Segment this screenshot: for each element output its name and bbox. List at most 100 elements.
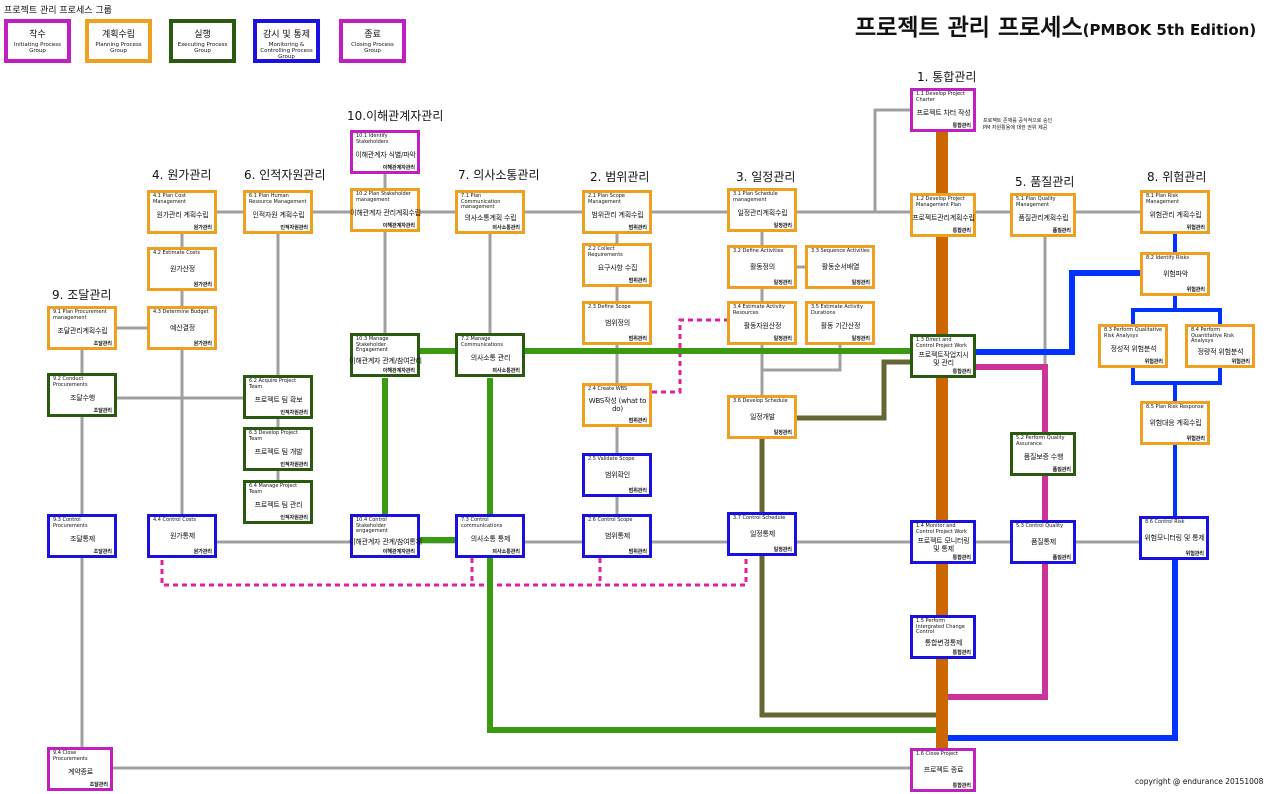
title-sub: (PMBOK 5th Edition) <box>1082 21 1257 39</box>
process-area-tag: 이해관계자관리 <box>382 549 415 555</box>
process-english-name: 2.3 Define Scope <box>588 304 631 310</box>
process-korean-name: 일정개발 <box>750 413 775 422</box>
process-korean-name: 일정관리계획수립 <box>737 209 788 218</box>
note-line: PM 자원활용에 대한 권위 제공 <box>983 125 1048 131</box>
copyright: copyright @ endurance 20151008 <box>1135 777 1264 786</box>
process-area-tag: 범위관리 <box>628 488 647 494</box>
process-area-tag: 이해관계자관리 <box>382 165 415 171</box>
process-korean-name: 활동순서배열 <box>821 263 860 272</box>
process-korean-name: 위험대응 계획수립 <box>1149 419 1202 428</box>
schedule-flow-line <box>797 359 910 421</box>
process-korean-name: 원가관리 계획수립 <box>156 211 209 220</box>
legend-sublabel: Planning Process Group <box>95 42 142 54</box>
process-area-tag: 위험관리 <box>1186 225 1205 231</box>
process-korean-name: 프로젝트관리계획수립 <box>912 214 975 223</box>
process-area-tag: 인적자원관리 <box>280 410 308 416</box>
process-area-tag: 인적자원관리 <box>280 225 308 231</box>
process-korean-name: 프로젝트 종료 <box>923 766 964 775</box>
legend-label: 감시 및 통제 <box>262 30 311 40</box>
page-title: 프로젝트 관리 프로세스(PMBOK 5th Edition) <box>855 8 1256 42</box>
process-korean-name: 조달통제 <box>70 535 95 544</box>
process-korean-name: 활동자원산정 <box>743 322 782 331</box>
process-korean-name: 이해관계자 관계/참여통제 <box>349 537 422 546</box>
process-korean-name: 이해관계자 관리계획수립 <box>350 209 421 218</box>
process-english-name: 3.5 Estimate Activity Durations <box>811 304 863 316</box>
process-english-name: 5.1 Plan Quality Management <box>1016 196 1056 208</box>
process-english-name: 6.3 Develop Project Team <box>249 430 298 442</box>
process-box-1-2[interactable]: 1.2 Develop Project Management Plan 프로젝트관… <box>910 193 976 237</box>
process-english-name: 3.2 Define Activities <box>733 248 784 254</box>
process-english-name: 6.4 Manage Project Team <box>249 483 298 495</box>
process-area-tag: 위험관리 <box>1186 436 1205 442</box>
process-english-name: 1.5 Perform Intergrated Change Control <box>916 618 965 636</box>
knowledge-area-heading: 3. 일정관리 <box>736 170 796 184</box>
process-korean-name: 범위정의 <box>605 319 630 328</box>
process-english-name: 4.1 Plan Cost Management <box>153 193 186 205</box>
process-korean-name: 의사소통 통제 <box>470 535 511 544</box>
process-korean-name: 활동정의 <box>750 263 775 272</box>
process-english-name: 1.6 Close Project <box>916 751 958 757</box>
process-korean-name: 원가산정 <box>170 265 195 274</box>
process-english-name: 9.3 Control Procurements <box>53 517 88 529</box>
process-korean-name: 위험관리 계획수립 <box>1149 211 1202 220</box>
process-area-tag: 위험관리 <box>1144 359 1163 365</box>
process-area-tag: 의사소통관리 <box>492 368 520 374</box>
process-english-name: 1.2 Develop Project Management Plan <box>916 196 965 208</box>
risk-flow-line <box>1131 368 1222 385</box>
process-area-tag: 원가관리 <box>193 549 212 555</box>
process-area-tag: 위험관리 <box>1231 359 1250 365</box>
process-area-tag: 조달관리 <box>93 341 112 347</box>
title-main: 프로젝트 관리 프로세스 <box>855 15 1083 41</box>
process-korean-name: 범위관리 계획수립 <box>591 211 644 220</box>
process-area-tag: 이해관계자관리 <box>382 368 415 374</box>
